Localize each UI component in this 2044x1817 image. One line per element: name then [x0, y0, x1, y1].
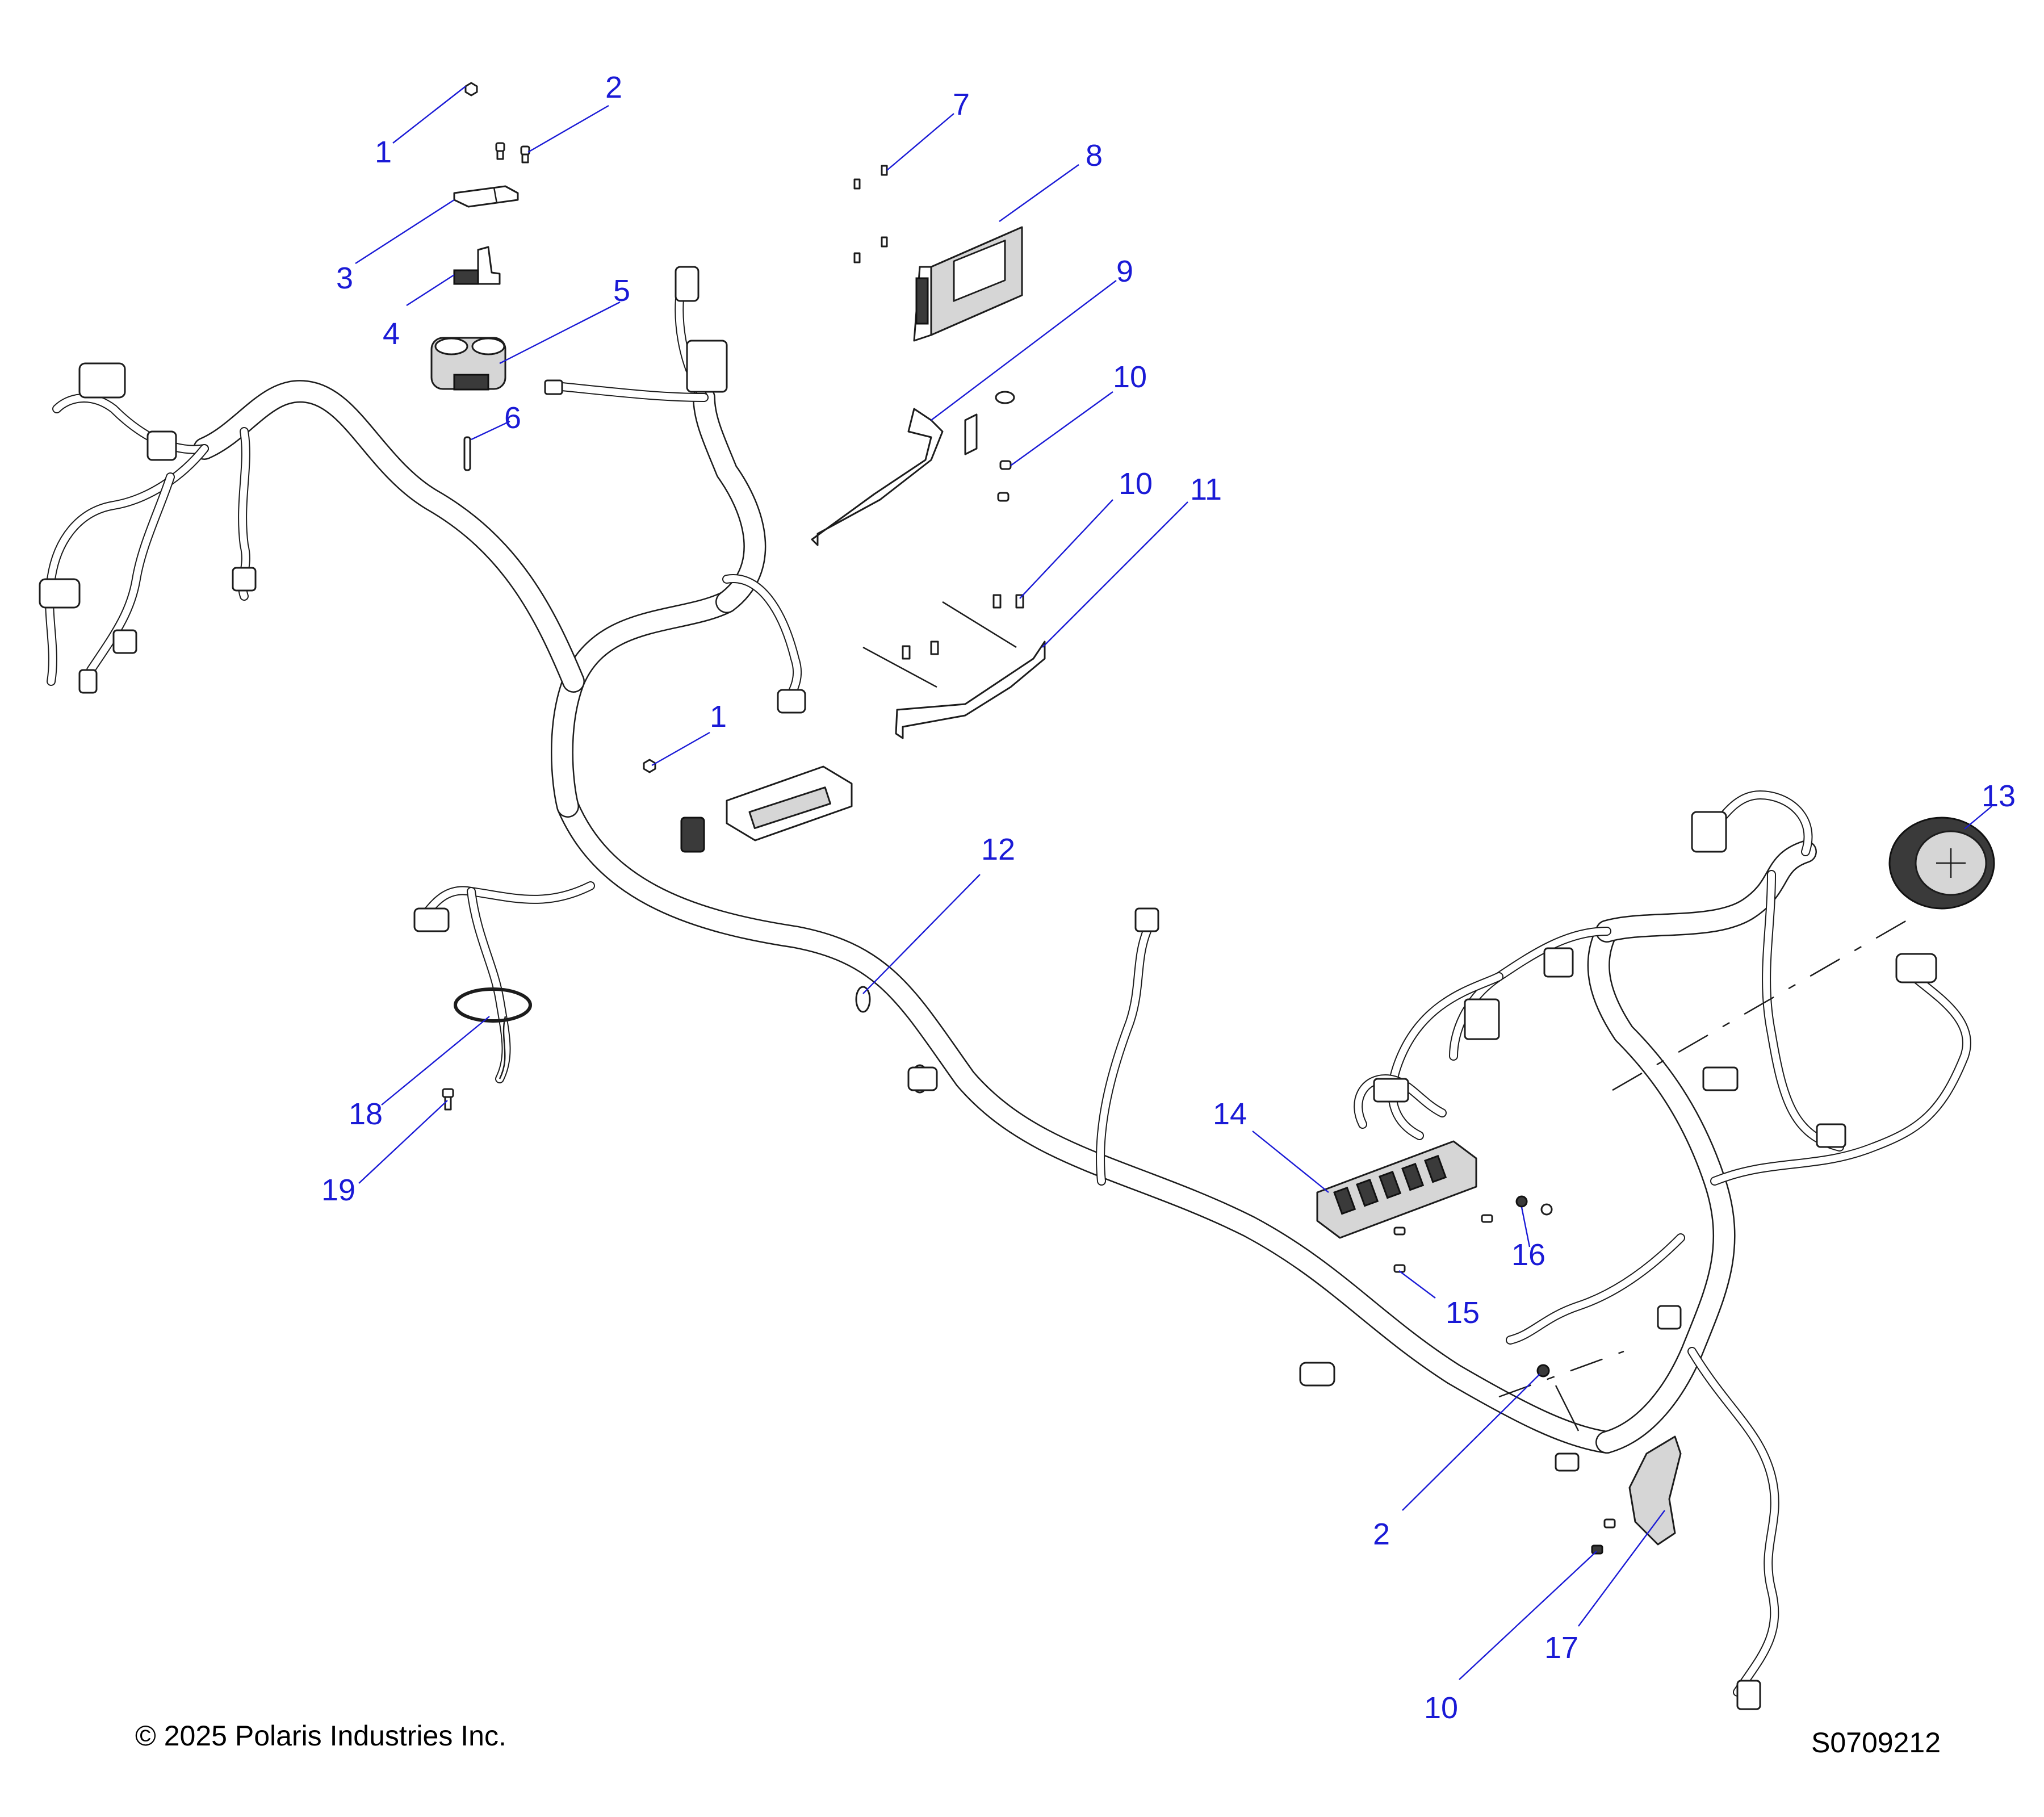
callout-2-bottom: 2	[1373, 1517, 1390, 1551]
callout-10-upper: 10	[1113, 360, 1147, 394]
callout-8: 8	[1086, 139, 1103, 173]
bracket-part-17	[1591, 1435, 1682, 1555]
callout-6: 6	[504, 401, 521, 435]
callout-7: 7	[953, 87, 970, 122]
callout-10-bottom: 10	[1424, 1691, 1458, 1725]
callout-18: 18	[349, 1097, 383, 1131]
nut-part-1-mid	[643, 759, 656, 773]
ecu-module-part-8	[913, 226, 1023, 342]
relay-block-part-5	[430, 337, 506, 391]
bolt-part-19	[442, 1088, 454, 1111]
callout-10-mid: 10	[1119, 467, 1153, 501]
harness-connectors	[39, 266, 1937, 1710]
copyright-notice: © 2025 Polaris Industries Inc.	[135, 1720, 506, 1752]
bracket-part-11	[862, 601, 1046, 739]
centerlines	[1498, 919, 1908, 1431]
callout-14: 14	[1213, 1097, 1247, 1131]
callout-16: 16	[1511, 1238, 1545, 1272]
callout-17: 17	[1544, 1631, 1578, 1665]
callout-3: 3	[336, 261, 353, 295]
callout-13: 13	[1982, 779, 2016, 813]
nut-part-2-bottom	[1536, 1364, 1550, 1378]
callout-labels: 1 2 3 4 5 6 7 8 9 10 10 11 1 12 13 14 16…	[321, 70, 2016, 1725]
callout-19: 19	[321, 1173, 355, 1207]
callout-9: 9	[1116, 254, 1133, 288]
callout-leaders	[355, 86, 1992, 1680]
screws-part-15	[1393, 1214, 1493, 1273]
nut-part-1-top	[464, 82, 478, 97]
screw-part-2-top	[495, 142, 530, 164]
callout-2: 2	[605, 70, 622, 104]
clip-part-4	[453, 246, 501, 285]
screws-part-7	[853, 165, 888, 263]
bracket-part-9	[811, 391, 1015, 546]
callout-4: 4	[383, 317, 400, 351]
fuse-block-part-14	[1316, 1140, 1477, 1239]
callout-5: 5	[613, 274, 630, 308]
callout-12: 12	[981, 832, 1015, 866]
callout-11: 11	[1190, 472, 1222, 506]
fuse-box	[680, 765, 853, 853]
bracket-part-3	[453, 185, 519, 208]
pin-part-6	[463, 436, 471, 471]
bolts-part-10	[992, 460, 1024, 609]
callout-15: 15	[1446, 1296, 1480, 1330]
nuts-part-16	[1515, 1195, 1553, 1216]
callout-1: 1	[375, 135, 392, 169]
callout-1-mid: 1	[710, 700, 727, 734]
drawing-number: S0709212	[1811, 1727, 1941, 1759]
tie-strap-part-18	[454, 987, 532, 1079]
grommet-part-13	[1888, 817, 1995, 910]
